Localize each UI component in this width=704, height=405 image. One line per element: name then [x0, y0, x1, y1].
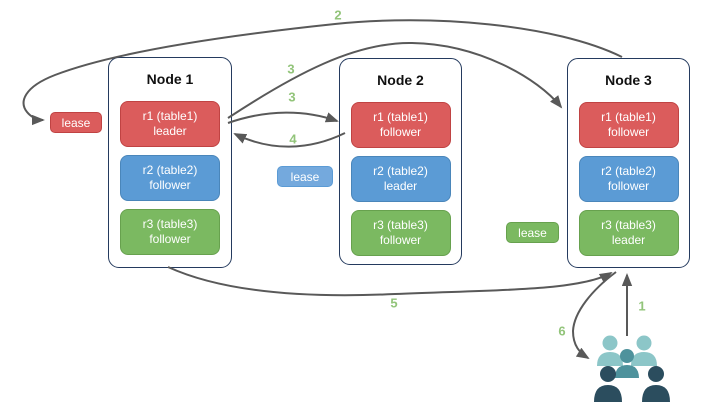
replica-role: follower: [379, 233, 422, 247]
people-front-row: [594, 366, 670, 402]
step-label-6: 6: [558, 323, 566, 339]
node-3-replica-r3: r3 (table3) leader: [578, 210, 679, 256]
lease-badge-red: lease: [50, 112, 102, 133]
people-back-row: [597, 335, 657, 366]
step-label-1: 1: [638, 298, 646, 314]
node-3-replica-r1: r1 (table1) follower: [578, 102, 679, 148]
replica-role: follower: [149, 232, 191, 246]
replica-role: follower: [149, 178, 191, 192]
replica-role: leader: [153, 124, 187, 138]
arrow-step3-leader-to-node2: [227, 111, 339, 124]
replica-name: r2 (table2): [373, 164, 428, 178]
node-3-title: Node 3: [605, 72, 652, 88]
node-1-replica-r1: r1 (table1) leader: [120, 101, 220, 147]
node-3-box: Node 3 r1 (table1) follower r2 (table2) …: [567, 58, 690, 268]
lease-badge-blue: lease: [277, 166, 333, 187]
node-1-box: Node 1 r1 (table1) leader r2 (table2) fo…: [108, 57, 232, 268]
arrow-step5-node1-to-node3: [167, 266, 613, 297]
node-2-replica-r3: r3 (table3) follower: [350, 210, 451, 256]
node-1-replica-r2: r2 (table2) follower: [120, 155, 220, 201]
people-crowd-icon: [594, 335, 670, 402]
step-label-4: 4: [289, 131, 297, 147]
replica-role: follower: [607, 179, 650, 193]
replica-name: r3 (table3): [601, 218, 656, 232]
replica-name: r1 (table1): [373, 110, 428, 124]
step-label-3a: 3: [287, 61, 295, 77]
replica-name: r1 (table1): [142, 109, 198, 123]
step-label-2: 2: [334, 7, 342, 23]
node-3-replica-r2: r2 (table2) follower: [578, 156, 679, 202]
replica-name: r3 (table3): [142, 217, 198, 231]
replica-role: follower: [379, 125, 422, 139]
node-2-title: Node 2: [377, 72, 424, 88]
node-2-replica-r2: r2 (table2) leader: [350, 156, 451, 202]
replica-name: r2 (table2): [601, 164, 656, 178]
node-2-replica-r1: r1 (table1) follower: [350, 102, 451, 148]
node-1-replica-r3: r3 (table3) follower: [120, 209, 220, 255]
step-label-5: 5: [390, 295, 398, 311]
lease-badge-green: lease: [506, 222, 559, 243]
replica-name: r2 (table2): [142, 163, 198, 177]
replica-role: leader: [611, 233, 646, 247]
replica-role: leader: [383, 179, 418, 193]
node-1-title: Node 1: [146, 71, 194, 87]
people-middle-person: [615, 349, 639, 378]
replica-name: r3 (table3): [373, 218, 428, 232]
step-label-3b: 3: [288, 89, 296, 105]
replica-role: follower: [607, 125, 650, 139]
node-2-box: Node 2 r1 (table1) follower r2 (table2) …: [339, 58, 462, 265]
replica-name: r1 (table1): [601, 110, 656, 124]
